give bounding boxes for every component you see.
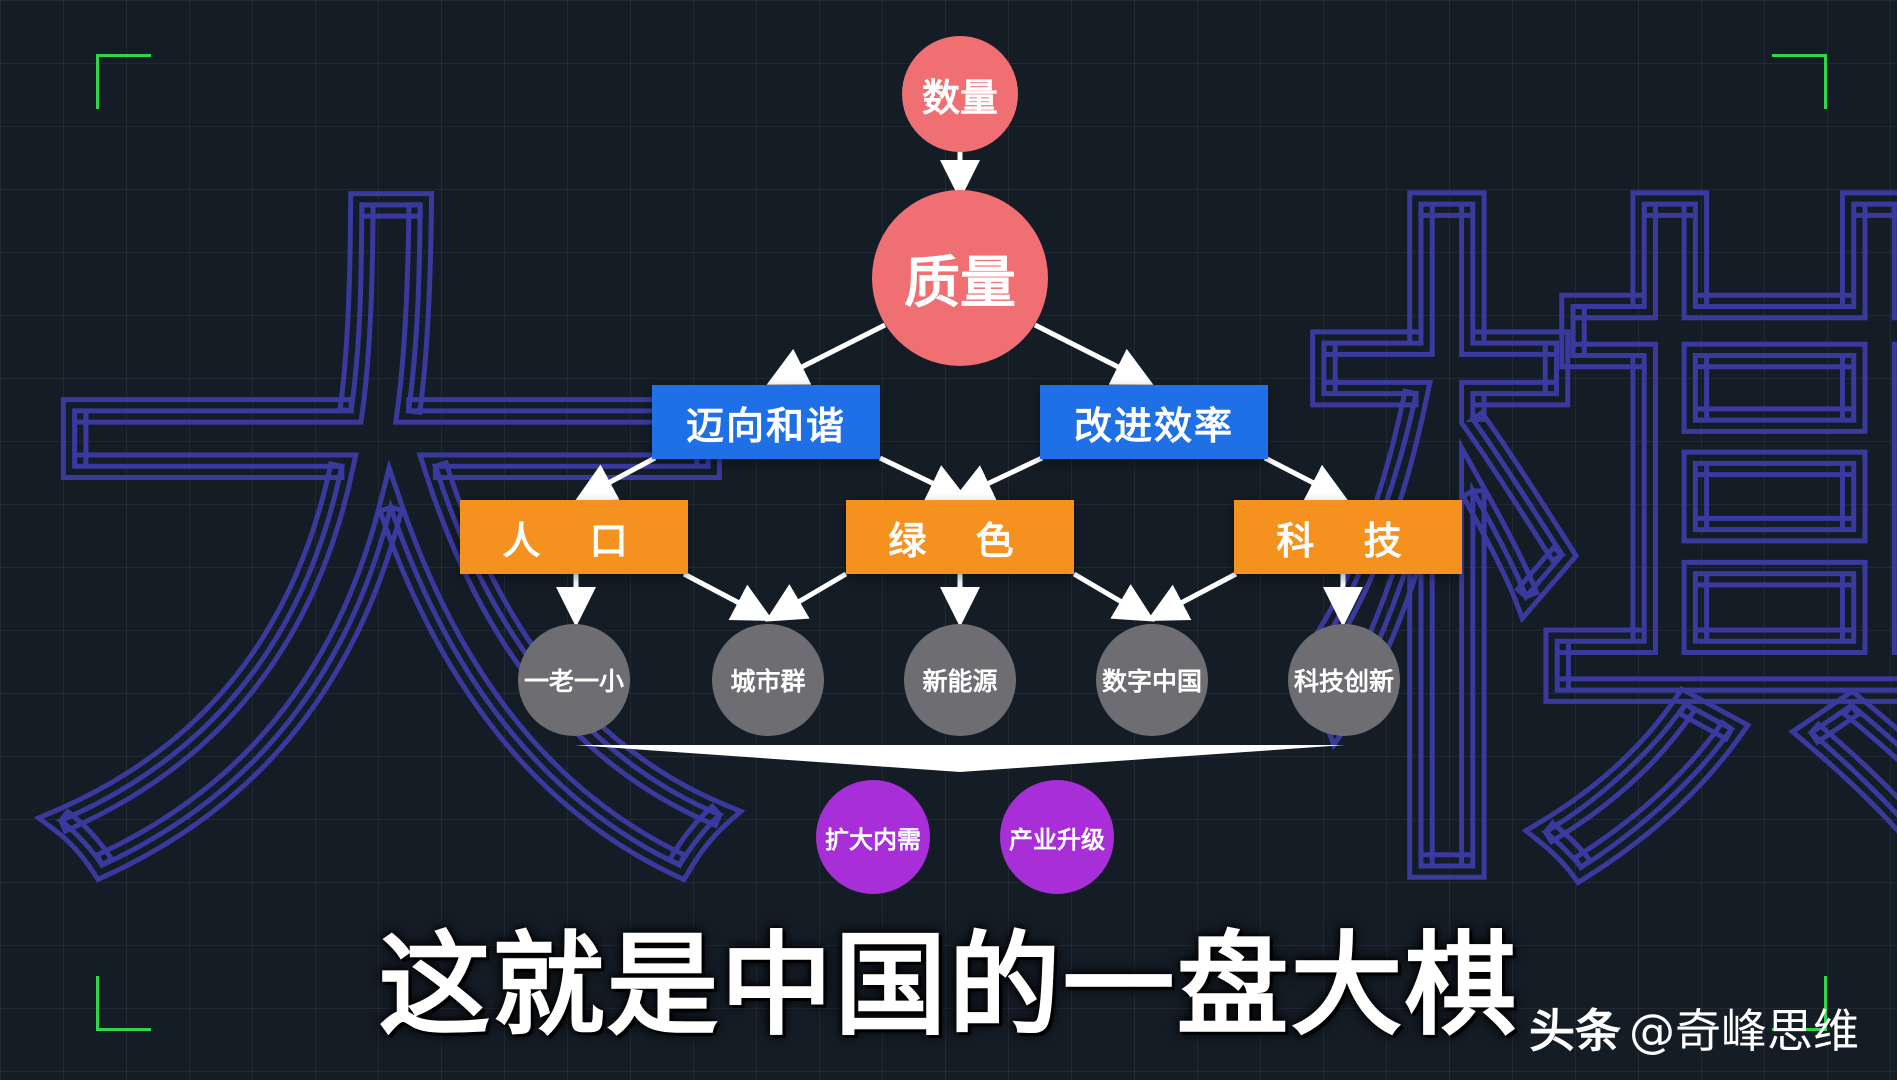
leaf-node: 数字中国 (1096, 624, 1208, 736)
node-efficiency: 改进效率 (1040, 385, 1268, 459)
arrow-green-to-leaf4 (1072, 571, 1155, 622)
leaf-node: 新能源 (904, 624, 1016, 736)
node-green: 绿 色 (846, 500, 1074, 574)
node-population: 人 口 (460, 500, 688, 574)
watermark-handle: @奇峰思维 (1629, 1004, 1859, 1058)
arrow-population-to-leaf2 (682, 571, 774, 621)
arrow-harmony-to-population (574, 455, 657, 502)
node-tech: 科 技 (1234, 500, 1462, 574)
arrow-efficiency-to-green (952, 455, 1044, 502)
outcome-node: 扩大内需 (816, 780, 930, 894)
corner-bracket-top-right (1772, 54, 1827, 109)
arrow-harmony-to-green (878, 455, 969, 502)
corner-bracket-bottom-left (96, 976, 151, 1031)
outcome-node: 产业升级 (1000, 780, 1114, 894)
corner-bracket-top-left (96, 54, 151, 109)
arrow-green-to-leaf2 (765, 571, 848, 622)
leaf-node: 科技创新 (1288, 624, 1400, 736)
watermark-logo: 头条 (1529, 1004, 1621, 1058)
leaf-node: 一老一小 (518, 624, 630, 736)
arrow-tech-to-leaf4 (1146, 571, 1238, 621)
node-quality: 质量 (872, 190, 1048, 366)
node-quantity: 数量 (902, 36, 1018, 152)
funnel-arrow (575, 745, 1345, 772)
arrow-efficiency-to-tech (1263, 455, 1349, 501)
corner-bracket-bottom-right (1772, 976, 1827, 1031)
arrow-quality-to-efficiency (1033, 322, 1154, 385)
subtitle-caption: 这就是中国的一盘大棋 (378, 921, 1519, 1051)
node-harmony: 迈向和谐 (652, 385, 880, 459)
leaf-node: 城市群 (712, 624, 824, 736)
arrow-quality-to-harmony (766, 322, 887, 385)
watermark: 头条@奇峰思维 (1529, 995, 1859, 1061)
